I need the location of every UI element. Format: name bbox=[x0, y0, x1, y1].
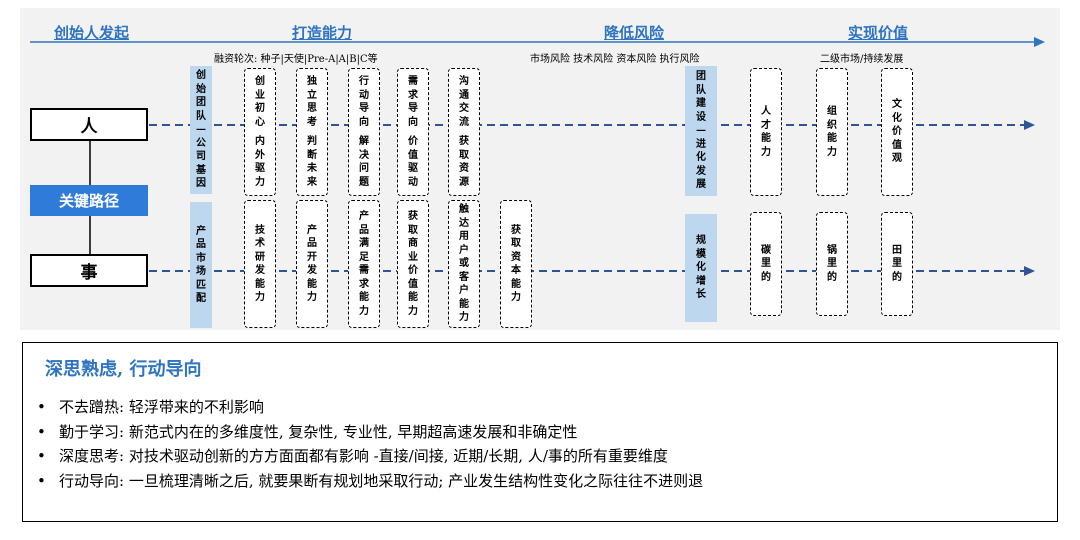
vtext: 田里的 bbox=[892, 244, 902, 283]
summary-box: 深思熟虑, 行动导向 • 不去蹭热: 轻浮带来的不利影响 • 勤于学习: 新范式内在… bbox=[22, 342, 1058, 522]
bullet-dot: • bbox=[37, 471, 46, 490]
vtext: 组织能力 bbox=[827, 106, 837, 158]
pot-box: 锅里的 bbox=[816, 212, 848, 316]
vtext: 沟通交流 bbox=[459, 76, 469, 128]
phase-build-capability: 打造能力 bbox=[292, 24, 353, 42]
vtext: 碳里的 bbox=[761, 244, 771, 283]
vtext: 锅里的 bbox=[827, 244, 837, 283]
risk-types-label: 市场风险 技术风险 资本风险 执行风险 bbox=[530, 54, 700, 65]
matter-box: 事 bbox=[30, 254, 148, 287]
vtext: 判断未来 bbox=[307, 136, 317, 188]
team-building-column: 团队建设—进化发展 bbox=[685, 66, 717, 196]
vtext: 产品市场匹配 bbox=[196, 225, 206, 305]
capital-acquisition-box: 获取资本能力 bbox=[500, 200, 532, 328]
vtext: 产品满足需求能力 bbox=[359, 211, 369, 317]
summary-bullets: • 不去蹭热: 轻浮带来的不利影响 • 勤于学习: 新范式内在的多维度性, 复杂性,… bbox=[37, 395, 703, 493]
demand-oriented-box: 需求导向价值驱动 bbox=[397, 68, 429, 196]
journey-diagram: 创始人发起 打造能力 降低风险 实现价值 融资轮次: 种子|天使|Pre-A|A… bbox=[20, 8, 1060, 330]
bullet-item: • 不去蹭热: 轻浮带来的不利影响 bbox=[37, 395, 703, 420]
bullet-dot: • bbox=[37, 422, 46, 441]
vtext: 获取商业价值能力 bbox=[408, 211, 418, 317]
reach-users-box: 触达用户或客户能力 bbox=[448, 200, 480, 328]
vtext: 创始团队—公司基因 bbox=[196, 70, 206, 190]
vtext: 产品开发能力 bbox=[307, 224, 317, 304]
vtext: 需求导向 bbox=[408, 76, 418, 128]
vtext: 规模化增长 bbox=[696, 235, 706, 301]
phase-founder: 创始人发起 bbox=[54, 24, 130, 42]
vtext: 团队建设—进化发展 bbox=[696, 71, 706, 191]
financing-rounds-label: 融资轮次: 种子|天使|Pre-A|A|B|C等 bbox=[214, 54, 378, 65]
communication-box: 沟通交流获取资源 bbox=[448, 68, 480, 196]
founding-team-column: 创始团队—公司基因 bbox=[190, 66, 212, 194]
bullet-text: 深度思考: 对技术驱动创新的方方面面都有影响 -直接/间接, 近期/长期, 人/… bbox=[59, 447, 668, 465]
vtext: 独立思考 bbox=[307, 76, 317, 128]
vtext: 获取资源 bbox=[459, 136, 469, 188]
tech-rd-box: 技术研发能力 bbox=[244, 200, 276, 328]
product-dev-box: 产品开发能力 bbox=[296, 200, 328, 328]
bullet-item: • 深度思考: 对技术驱动创新的方方面面都有影响 -直接/间接, 近期/长期, 人… bbox=[37, 444, 703, 469]
key-path-box: 关键路径 bbox=[30, 185, 148, 216]
vtext: 行动导向 bbox=[359, 76, 369, 128]
bullet-dot: • bbox=[37, 398, 46, 416]
bullet-item: • 行动导向: 一旦梳理清晰之后, 就要果断有规划地采取行动; 产业发生结构性变化… bbox=[37, 469, 703, 494]
bullet-text: 行动导向: 一旦梳理清晰之后, 就要果断有规划地采取行动; 产业发生结构性变化之… bbox=[59, 471, 704, 490]
vtext: 文化价值观 bbox=[892, 99, 902, 165]
product-meets-demand-box: 产品满足需求能力 bbox=[348, 200, 380, 328]
summary-title: 深思熟虑, 行动导向 bbox=[45, 359, 202, 380]
person-box: 人 bbox=[30, 108, 148, 141]
organizational-capability-box: 组织能力 bbox=[816, 68, 848, 196]
talent-capability-box: 人才能力 bbox=[750, 68, 782, 196]
carbon-box: 碳里的 bbox=[750, 212, 782, 316]
bullet-dot: • bbox=[37, 447, 46, 465]
vtext: 内外驱力 bbox=[255, 136, 265, 188]
independent-thinking-box: 独立思考判断未来 bbox=[296, 68, 328, 196]
vtext: 获取资本能力 bbox=[511, 224, 521, 304]
secondary-market-label: 二级市场/持续发展 bbox=[820, 54, 904, 65]
diagram-lines bbox=[30, 37, 1045, 276]
vtext: 解决问题 bbox=[359, 136, 369, 188]
scale-growth-column: 规模化增长 bbox=[685, 214, 717, 322]
culture-values-box: 文化价值观 bbox=[881, 68, 913, 196]
vtext: 技术研发能力 bbox=[255, 224, 265, 304]
bullet-text: 勤于学习: 新范式内在的多维度性, 复杂性, 专业性, 早期超高速发展和非确定性 bbox=[59, 422, 578, 441]
vtext: 创业初心 bbox=[255, 76, 265, 128]
entrepreneurial-intent-box: 创业初心内外驱力 bbox=[244, 68, 276, 196]
field-box: 田里的 bbox=[881, 212, 913, 316]
product-market-fit-column: 产品市场匹配 bbox=[190, 202, 212, 328]
vtext: 价值驱动 bbox=[408, 136, 418, 188]
commercial-value-box: 获取商业价值能力 bbox=[397, 200, 429, 328]
action-oriented-box: 行动导向解决问题 bbox=[348, 68, 380, 196]
bullet-item: • 勤于学习: 新范式内在的多维度性, 复杂性, 专业性, 早期超高速发展和非确定… bbox=[37, 420, 703, 445]
vtext: 人才能力 bbox=[761, 106, 771, 158]
phase-realize-value: 实现价值 bbox=[848, 24, 909, 42]
phase-reduce-risk: 降低风险 bbox=[604, 24, 665, 42]
vtext: 触达用户或客户能力 bbox=[459, 204, 469, 324]
bullet-text: 不去蹭热: 轻浮带来的不利影响 bbox=[59, 398, 264, 416]
